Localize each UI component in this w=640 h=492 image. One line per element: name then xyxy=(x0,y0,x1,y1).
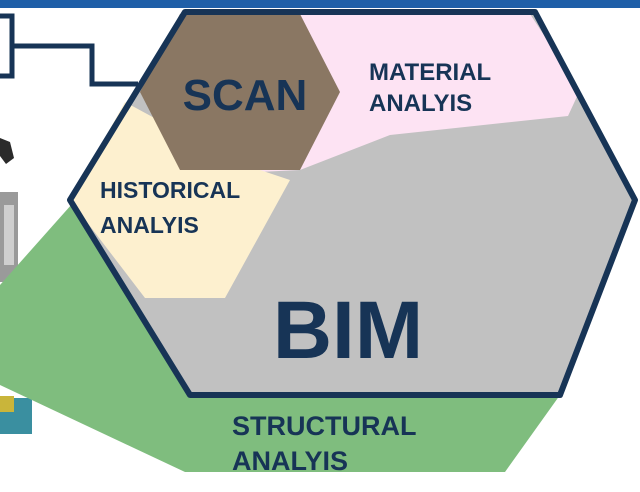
historical-label-line2: ANALYIS xyxy=(100,212,199,238)
structural-label-line2: ANALYIS xyxy=(232,446,348,476)
connector-line xyxy=(12,43,138,87)
scan-label: SCAN xyxy=(183,71,308,120)
thumbnail-photo-detail xyxy=(4,205,14,265)
thumbnail-object-icon xyxy=(0,138,14,164)
material-label-line2: ANALYIS xyxy=(369,90,472,117)
header-bar xyxy=(0,0,640,8)
historical-label-line1: HISTORICAL xyxy=(100,177,240,203)
historical-section xyxy=(70,102,290,298)
cropped-label-box xyxy=(0,13,15,79)
material-section xyxy=(258,14,580,172)
structural-section xyxy=(0,195,560,472)
scan-section xyxy=(140,14,340,170)
bim-outline xyxy=(67,9,638,398)
thumbnail-structure-accent xyxy=(0,396,14,412)
structural-label-line1: STRUCTURAL xyxy=(232,411,416,441)
bim-label: BIM xyxy=(273,285,423,376)
material-label-line1: MATERIAL xyxy=(369,59,491,86)
